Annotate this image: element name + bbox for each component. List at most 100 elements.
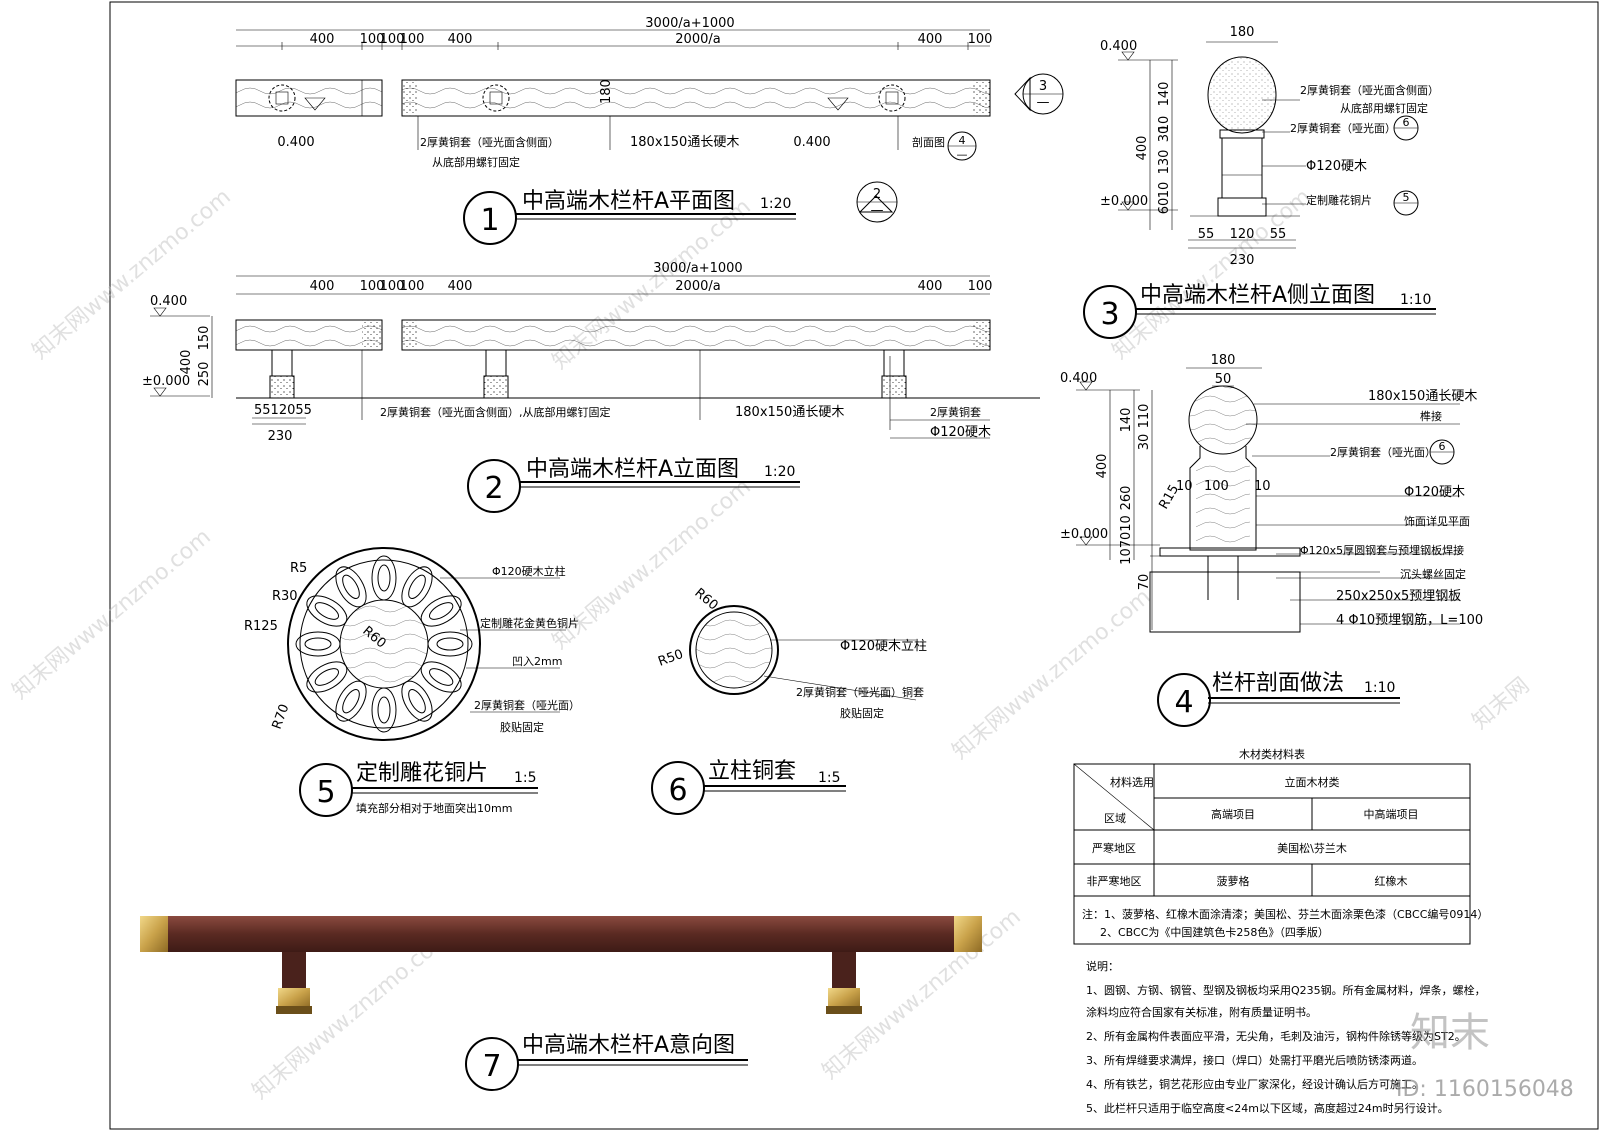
svg-text:1:20: 1:20 bbox=[760, 196, 791, 212]
svg-text:2厚黄铜套（哑光面）铜套: 2厚黄铜套（哑光面）铜套 bbox=[796, 685, 924, 699]
svg-text:100: 100 bbox=[380, 279, 405, 294]
svg-text:400: 400 bbox=[448, 32, 473, 47]
svg-text:110: 110 bbox=[1137, 404, 1152, 429]
svg-text:100: 100 bbox=[400, 279, 425, 294]
svg-text:7: 7 bbox=[482, 1049, 501, 1084]
svg-text:100: 100 bbox=[380, 32, 405, 47]
svg-text:从底部用螺钉固定: 从底部用螺钉固定 bbox=[1340, 101, 1428, 115]
svg-text:140: 140 bbox=[1157, 82, 1172, 107]
svg-text:5: 5 bbox=[316, 775, 335, 810]
svg-text:180x150通长硬木: 180x150通长硬木 bbox=[630, 135, 739, 150]
svg-text:4: 4 bbox=[1174, 685, 1193, 720]
title-1: 中高端木栏杆A平面图 bbox=[522, 189, 735, 214]
plan-view: 3000/a+1000 400 100 100 100 400 2000/a 4… bbox=[235, 16, 1064, 245]
svg-text:榫接: 榫接 bbox=[1420, 409, 1442, 423]
svg-text:0.400: 0.400 bbox=[793, 135, 830, 150]
svg-text:400: 400 bbox=[310, 279, 335, 294]
rail-wood bbox=[140, 916, 982, 952]
svg-text:中高端项目: 中高端项目 bbox=[1364, 807, 1419, 821]
svg-text:严寒地区: 严寒地区 bbox=[1092, 841, 1136, 855]
svg-text:—: — bbox=[957, 148, 968, 161]
svg-text:—: — bbox=[1037, 95, 1050, 110]
svg-text:红橡木: 红橡木 bbox=[1375, 875, 1408, 888]
title-4: 栏杆剖面做法 bbox=[1212, 671, 1344, 696]
svg-text:定制雕花金黄色铜片: 定制雕花金黄色铜片 bbox=[480, 616, 579, 630]
svg-text:250: 250 bbox=[197, 362, 212, 387]
svg-text:菠萝格: 菠萝格 bbox=[1217, 874, 1250, 888]
svg-text:4: 4 bbox=[959, 134, 966, 147]
svg-text:剖面图: 剖面图 bbox=[912, 135, 945, 149]
svg-text:0.400: 0.400 bbox=[150, 294, 187, 309]
elevation-view: 3000/a+1000 400 100 100 100 400 2000/a 4… bbox=[142, 261, 1040, 513]
svg-text:1:20: 1:20 bbox=[764, 464, 795, 480]
svg-text:非严寒地区: 非严寒地区 bbox=[1087, 874, 1142, 888]
title-6: 立柱铜套 bbox=[708, 759, 796, 784]
svg-text:100: 100 bbox=[360, 279, 385, 294]
svg-text:知末网www.znzmo.com: 知末网www.znzmo.com bbox=[8, 524, 216, 704]
svg-text:Φ120硬木: Φ120硬木 bbox=[1306, 159, 1367, 174]
svg-text:1:10: 1:10 bbox=[1364, 680, 1395, 696]
svg-text:立面木材类: 立面木材类 bbox=[1285, 775, 1340, 789]
svg-text:材料选用: 材料选用 bbox=[1110, 775, 1154, 789]
svg-text:6: 6 bbox=[1439, 440, 1446, 453]
svg-text:10: 10 bbox=[1157, 116, 1172, 133]
title-3: 中高端木栏杆A侧立面图 bbox=[1140, 283, 1375, 308]
svg-text:1:5: 1:5 bbox=[514, 770, 537, 786]
svg-text:4 Φ10预埋钢筋，L=100: 4 Φ10预埋钢筋，L=100 bbox=[1336, 612, 1483, 628]
rail-end-cap-right bbox=[954, 916, 982, 952]
svg-text:30: 30 bbox=[1157, 126, 1172, 143]
image-id: ID: 1160156048 bbox=[1396, 1077, 1574, 1102]
svg-text:Φ120硬木立柱: Φ120硬木立柱 bbox=[840, 639, 927, 654]
svg-text:涂料均应符合国家有关标准，附有质量证明书。: 涂料均应符合国家有关标准，附有质量证明书。 bbox=[1086, 1005, 1317, 1019]
svg-text:定制雕花铜片: 定制雕花铜片 bbox=[1306, 193, 1372, 207]
svg-text:2厚黄铜套（哑光面）: 2厚黄铜套（哑光面） bbox=[1290, 121, 1396, 135]
svg-text:400: 400 bbox=[1135, 136, 1150, 161]
svg-text:10: 10 bbox=[1176, 479, 1193, 494]
svg-text:180x150通长硬木: 180x150通长硬木 bbox=[1368, 389, 1477, 404]
svg-text:2厚黄铜套（哑光面）: 2厚黄铜套（哑光面） bbox=[474, 698, 580, 712]
svg-text:—: — bbox=[871, 203, 884, 218]
svg-text:美国松\芬兰木: 美国松\芬兰木 bbox=[1277, 841, 1347, 855]
svg-text:±0.000: ±0.000 bbox=[1060, 527, 1108, 542]
svg-text:30: 30 bbox=[1137, 434, 1152, 451]
title-7: 中高端木栏杆A意向图 bbox=[522, 1033, 735, 1058]
svg-text:知末网: 知末网 bbox=[1468, 673, 1535, 735]
svg-text:2、所有金属构件表面应平滑，无尖角，毛刺及油污，钢构件除锈等: 2、所有金属构件表面应平滑，无尖角，毛刺及油污，钢构件除锈等级为ST2。 bbox=[1086, 1029, 1466, 1043]
svg-text:150: 150 bbox=[197, 326, 212, 351]
general-notes: 说明： 1、圆钢、方钢、钢管、型钢及钢板均采用Q235钢。所有金属材料，焊条，螺… bbox=[1086, 959, 1486, 1115]
svg-text:5、此栏杆只适用于临空高度<24m以下区域，高度超过24m时: 5、此栏杆只适用于临空高度<24m以下区域，高度超过24m时另行设计。 bbox=[1086, 1101, 1449, 1115]
svg-text:250x250x5预埋钢板: 250x250x5预埋钢板 bbox=[1336, 589, 1461, 604]
svg-text:50: 50 bbox=[1215, 372, 1232, 387]
svg-text:Φ120硬木: Φ120硬木 bbox=[1404, 485, 1465, 500]
svg-text:R70: R70 bbox=[270, 702, 293, 731]
svg-text:55: 55 bbox=[1198, 227, 1215, 242]
svg-text:130: 130 bbox=[1157, 150, 1172, 175]
svg-text:10: 10 bbox=[1157, 182, 1172, 199]
svg-text:知末网www.znzmo.com: 知末网www.znzmo.com bbox=[1108, 184, 1316, 364]
side-elevation: 180 0.400 ±0.000 140 10 30 130 10 60 400… bbox=[1083, 25, 1439, 339]
svg-text:1、圆钢、方钢、钢管、型钢及钢板均采用Q235钢。所有金属材: 1、圆钢、方钢、钢管、型钢及钢板均采用Q235钢。所有金属材料，焊条，螺栓， bbox=[1086, 983, 1486, 997]
svg-text:3、所有焊缝要求满焊，接口（焊口）处需打平磨光后喷防锈漆两道: 3、所有焊缝要求满焊，接口（焊口）处需打平磨光后喷防锈漆两道。 bbox=[1086, 1053, 1423, 1067]
svg-text:沉头螺丝固定: 沉头螺丝固定 bbox=[1400, 567, 1466, 581]
svg-text:260: 260 bbox=[1119, 486, 1134, 511]
svg-text:180: 180 bbox=[1211, 353, 1236, 368]
sheet-border bbox=[109, 1, 1599, 1130]
svg-text:填充部分相对于地面突出10mm: 填充部分相对于地面突出10mm bbox=[356, 801, 512, 815]
svg-text:Φ120硬木: Φ120硬木 bbox=[930, 425, 991, 440]
svg-text:±0.000: ±0.000 bbox=[142, 374, 190, 389]
svg-text:400: 400 bbox=[179, 350, 194, 375]
brand-logo: 知末 ID: 1160156048 bbox=[1396, 1010, 1574, 1102]
svg-text:55: 55 bbox=[1270, 227, 1287, 242]
svg-text:5: 5 bbox=[1403, 191, 1410, 204]
svg-text:区域: 区域 bbox=[1104, 812, 1126, 825]
svg-text:2厚黄铜套（哑光面）: 2厚黄铜套（哑光面） bbox=[1330, 445, 1436, 459]
carved-copper-detail: R5 R30 R125 R60 R70 Φ120硬木立柱 定制雕花金黄色铜片 凹… bbox=[244, 547, 580, 817]
svg-text:100: 100 bbox=[968, 32, 993, 47]
svg-text:±0.000: ±0.000 bbox=[1100, 194, 1148, 209]
svg-text:高端项目: 高端项目 bbox=[1211, 807, 1255, 821]
svg-text:100: 100 bbox=[400, 32, 425, 47]
svg-text:R30: R30 bbox=[272, 589, 298, 604]
svg-text:木材类材料表: 木材类材料表 bbox=[1239, 747, 1305, 761]
svg-text:400: 400 bbox=[918, 32, 943, 47]
